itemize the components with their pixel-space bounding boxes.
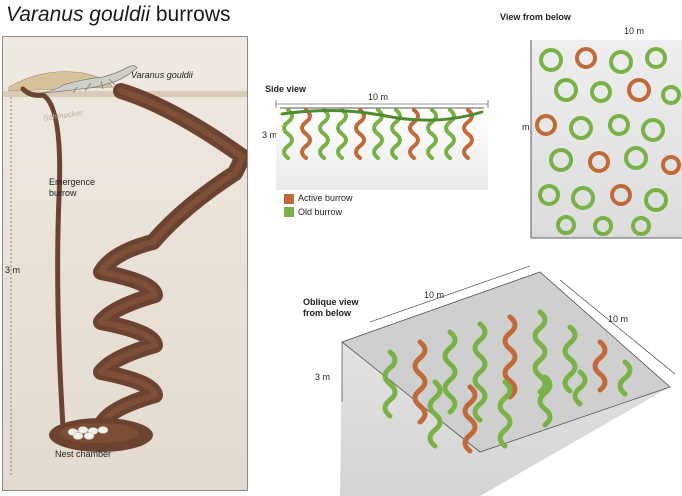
- oblique-view-heading-line1: Oblique view: [303, 297, 359, 307]
- title-rest: burrows: [150, 3, 231, 26]
- emergence-label-line1: Emergence: [49, 177, 96, 187]
- legend: Active burrow Old burrow: [284, 193, 353, 218]
- lizard-label: Varanus gouldii: [131, 70, 193, 80]
- legend-label-old: Old burrow: [298, 206, 343, 217]
- legend-item-active: Active burrow: [284, 193, 353, 204]
- legend-swatch-active: [284, 193, 294, 204]
- depth-label: 3 m: [5, 265, 21, 275]
- legend-swatch-old: [284, 207, 294, 218]
- burrow-illustration: [3, 65, 247, 477]
- oblique-view-height-label: 3 m: [315, 372, 331, 382]
- below-view-diagram: [530, 40, 682, 239]
- legend-label-active: Active burrow: [298, 193, 353, 203]
- side-view-heading: Side view: [265, 84, 307, 94]
- oblique-view-width-label: 10 m: [424, 290, 445, 300]
- emergence-label-line2: burrow: [49, 188, 77, 198]
- below-view-edge-label: m: [522, 122, 530, 132]
- below-view-width-label: 10 m: [624, 26, 645, 36]
- below-view-heading: View from below: [500, 12, 571, 22]
- oblique-view-diagram: [340, 265, 676, 496]
- burrow-cross-section-panel: Varanus gouldii Emergence burrow 3 m Nes…: [2, 36, 248, 491]
- oblique-view-heading-line2: from below: [303, 308, 352, 318]
- title-species: Varanus gouldii: [6, 3, 150, 26]
- nest-chamber-label: Nest chamber: [55, 449, 112, 459]
- oblique-view-depth-label: 10 m: [608, 314, 629, 324]
- page-title: Varanus gouldii burrows: [6, 3, 231, 27]
- side-view-diagram: [275, 100, 489, 190]
- side-view-height-label: 3 m: [262, 130, 278, 140]
- side-view-width-label: 10 m: [368, 92, 389, 102]
- legend-item-old: Old burrow: [284, 207, 353, 218]
- lizard-icon: [42, 65, 138, 94]
